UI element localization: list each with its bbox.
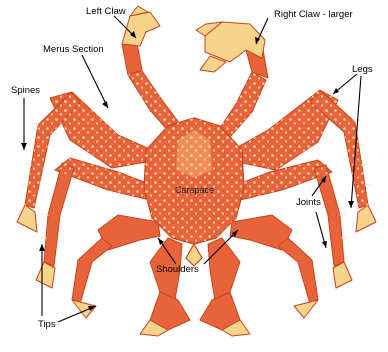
label-tips: Tips bbox=[38, 320, 56, 330]
label-joints: Joints bbox=[296, 198, 321, 208]
label-merus-section: Merus Section bbox=[43, 45, 104, 55]
label-shoulders: Shoulders bbox=[156, 265, 199, 275]
label-left-claw: Left Claw bbox=[86, 7, 126, 17]
label-carapace: Carapace bbox=[175, 186, 214, 195]
spine-texture bbox=[25, 68, 368, 244]
label-legs: Legs bbox=[352, 65, 373, 75]
label-right-claw: Right Claw - larger bbox=[274, 10, 353, 20]
label-spines: Spines bbox=[11, 86, 40, 96]
